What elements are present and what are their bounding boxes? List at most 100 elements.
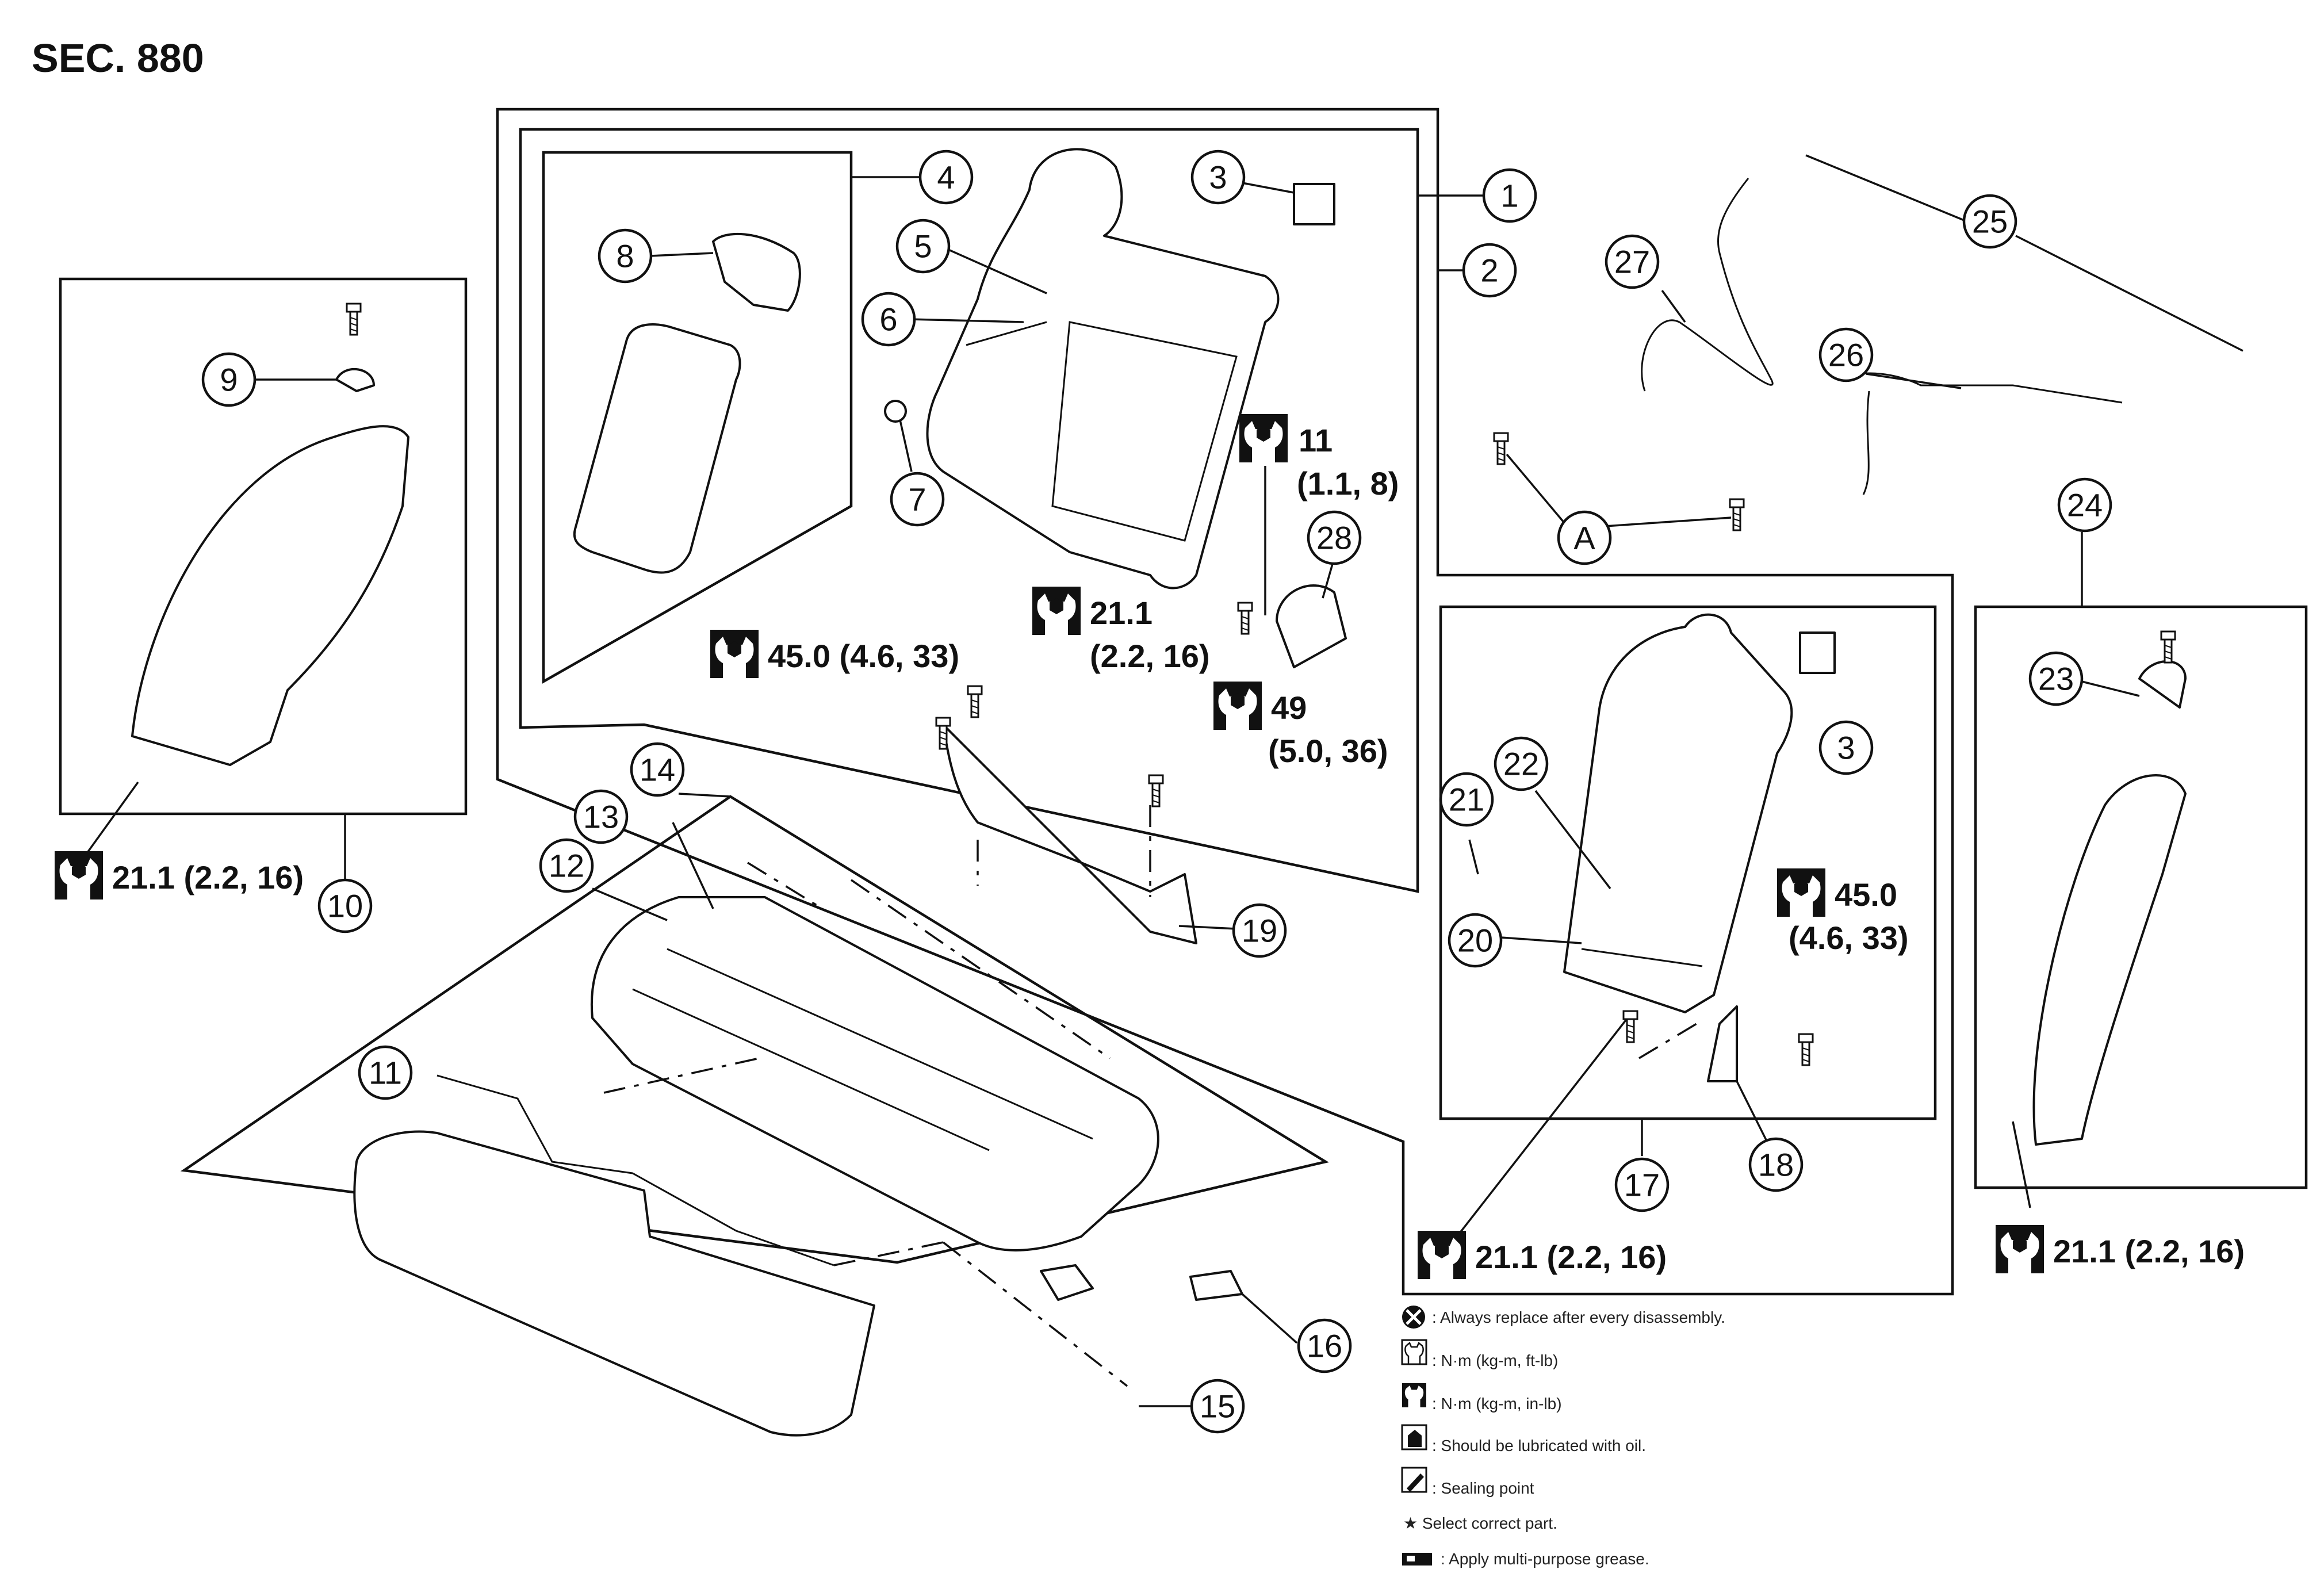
callout-26: 26 — [1818, 327, 1874, 382]
callout-27: 27 — [1605, 234, 1660, 289]
svg-text:23: 23 — [2038, 661, 2074, 697]
svg-text:16: 16 — [1307, 1328, 1342, 1364]
torque-spec-49: 49 (5.0, 36) — [1213, 682, 1388, 769]
torque-spec-21-1-left: 21.1 (2.2, 16) — [55, 851, 304, 899]
callout-9: 9 — [201, 352, 256, 407]
torque-spec-21-1-center: 21.1 (2.2, 16) — [1418, 1231, 1667, 1279]
small-parts — [884, 183, 1836, 1301]
callout-18: 18 — [1748, 1137, 1804, 1192]
svg-text:45.0 (4.6, 33): 45.0 (4.6, 33) — [768, 638, 959, 674]
leader-lines — [85, 154, 2243, 1407]
callout-1: 1 — [1482, 168, 1537, 223]
callout-24: 24 — [2057, 477, 2112, 533]
svg-text:18: 18 — [1758, 1147, 1794, 1183]
legend-replace: : Always replace after every disassembly… — [1432, 1308, 1725, 1326]
svg-text:3: 3 — [1837, 730, 1855, 766]
assembly-frames — [59, 108, 2308, 1296]
svg-text:8: 8 — [616, 238, 634, 274]
svg-text:11: 11 — [1299, 422, 1333, 458]
oil-icon — [1401, 1424, 1427, 1450]
grease-icon — [1402, 1553, 1432, 1565]
callout-5: 5 — [895, 219, 951, 274]
callout-11: 11 — [358, 1045, 413, 1100]
sealing-icon — [1401, 1467, 1427, 1493]
callout-19: 19 — [1232, 903, 1287, 958]
svg-text:14: 14 — [640, 752, 675, 788]
svg-text:24: 24 — [2067, 487, 2103, 523]
dashed-guides — [603, 805, 1697, 1387]
svg-text:A: A — [1573, 520, 1595, 556]
armrest — [573, 232, 801, 574]
callout-2: 2 — [1462, 243, 1517, 298]
svg-text:2: 2 — [1480, 252, 1498, 289]
legend-oil: : Should be lubricated with oil. — [1432, 1437, 1646, 1454]
svg-text:20: 20 — [1457, 923, 1493, 959]
svg-text:19: 19 — [1242, 913, 1277, 949]
torque-spec-11: 11 (1.1, 8) — [1239, 414, 1399, 502]
replace-icon — [1402, 1306, 1425, 1329]
callout-17: 17 — [1614, 1157, 1670, 1212]
svg-text:7: 7 — [908, 481, 926, 518]
svg-text:21.1 (2.2, 16): 21.1 (2.2, 16) — [2053, 1233, 2245, 1269]
svg-text:45.0: 45.0 — [1835, 876, 1897, 913]
callout-A: A — [1557, 510, 1612, 565]
callout-16: 16 — [1297, 1318, 1352, 1373]
torque-spec-21-1-right: 21.1 (2.2, 16) — [1996, 1225, 2245, 1273]
callout-14: 14 — [630, 742, 685, 797]
cables — [1641, 178, 2123, 495]
svg-text:(4.6, 33): (4.6, 33) — [1789, 920, 1909, 956]
callout-8: 8 — [598, 228, 653, 284]
svg-text:13: 13 — [583, 799, 619, 835]
svg-text:4: 4 — [937, 159, 955, 196]
svg-text:3: 3 — [1209, 159, 1227, 196]
svg-text:49: 49 — [1271, 690, 1307, 726]
svg-text:10: 10 — [327, 888, 363, 924]
svg-text:(1.1, 8): (1.1, 8) — [1297, 465, 1399, 502]
svg-text:5: 5 — [914, 228, 932, 265]
seatback-small — [1563, 613, 1793, 1013]
svg-text:11: 11 — [369, 1055, 402, 1091]
callout-6: 6 — [861, 292, 916, 347]
svg-text:25: 25 — [1972, 204, 2008, 240]
seat-cushion — [590, 896, 1159, 1251]
torque-spec-21-1-upper: 21.1 (2.2, 16) — [1032, 587, 1210, 674]
svg-text:1: 1 — [1500, 178, 1518, 214]
side-trim-left — [131, 368, 409, 766]
svg-text:6: 6 — [879, 301, 897, 338]
torque-icon — [1401, 1339, 1427, 1365]
callout-21: 21 — [1439, 772, 1494, 827]
torque-spec-45-upper: 45.0 (4.6, 33) — [710, 630, 959, 678]
callout-15: 15 — [1190, 1379, 1245, 1434]
legend-select-part: ★ Select correct part. — [1403, 1514, 1557, 1532]
svg-text:26: 26 — [1828, 337, 1864, 373]
callout-22: 22 — [1494, 736, 1549, 791]
svg-text:12: 12 — [549, 848, 584, 884]
callout-3: 3 — [1190, 150, 1246, 205]
callout-28: 28 — [1307, 510, 1362, 565]
callout-7: 7 — [890, 472, 945, 527]
callout-23: 23 — [2028, 651, 2084, 706]
seatback-main — [926, 148, 1280, 590]
torque-spec-45-right: 45.0 (4.6, 33) — [1777, 868, 1909, 956]
svg-text:(5.0, 36): (5.0, 36) — [1268, 733, 1388, 769]
callout-20: 20 — [1448, 913, 1503, 968]
legend-sealing: : Sealing point — [1432, 1479, 1534, 1497]
svg-text:15: 15 — [1200, 1388, 1235, 1425]
svg-text:9: 9 — [220, 362, 238, 398]
svg-text:28: 28 — [1316, 520, 1352, 556]
side-trim-right — [2032, 660, 2187, 1146]
callout-4: 4 — [918, 150, 974, 205]
svg-text:17: 17 — [1624, 1167, 1660, 1203]
section-title: SEC. 880 — [32, 36, 204, 81]
callout-12: 12 — [539, 838, 594, 893]
svg-text:21.1: 21.1 — [1090, 595, 1153, 631]
callout-10: 10 — [317, 878, 373, 933]
svg-text:21.1 (2.2, 16): 21.1 (2.2, 16) — [112, 859, 304, 895]
legend: : Always replace after every disassembly… — [1401, 1306, 1725, 1568]
callout-25: 25 — [1962, 194, 2017, 249]
callout-3-b: 3 — [1818, 720, 1874, 775]
legend-torque-inlb: : N·m (kg-m, in-lb) — [1432, 1395, 1562, 1413]
svg-text:(2.2, 16): (2.2, 16) — [1090, 638, 1210, 674]
torque-inlb-icon — [1402, 1383, 1426, 1407]
